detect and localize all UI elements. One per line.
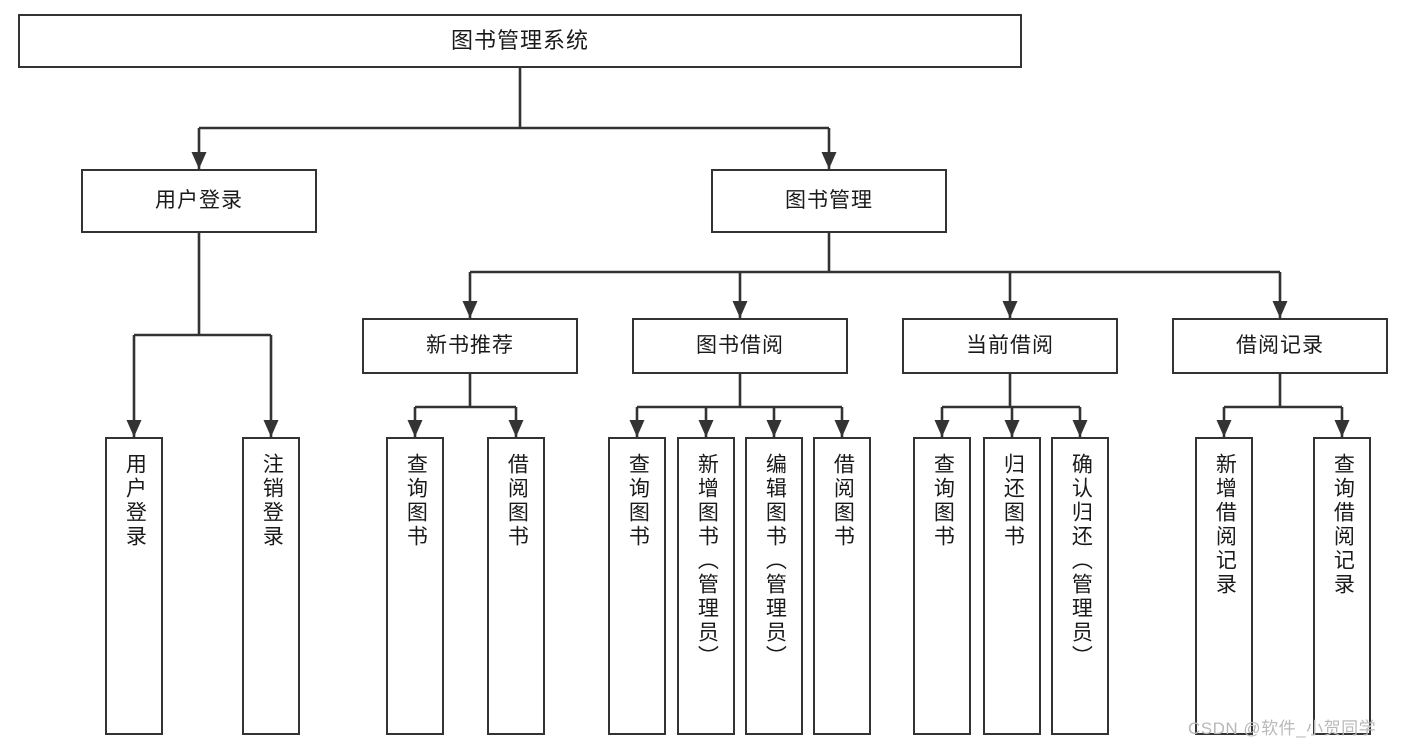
arrowhead-l-queryrec	[1334, 420, 1350, 437]
node-label-l-borrow2: 借阅图书	[831, 453, 855, 549]
node-l-userlogin[interactable]: 用户登录	[105, 437, 163, 735]
node-l-editbook[interactable]: 编辑图书（管理员）	[745, 437, 803, 735]
node-borrow[interactable]: 图书借阅	[632, 318, 848, 374]
node-label-root: 图书管理系统	[450, 28, 589, 54]
arrowhead-l-return	[1004, 420, 1020, 437]
arrowhead-l-logout	[263, 420, 279, 437]
arrowhead-l-editbook	[766, 420, 782, 437]
arrowhead-l-borrow1	[508, 420, 524, 437]
node-records[interactable]: 借阅记录	[1172, 318, 1388, 374]
node-label-borrow: 图书借阅	[696, 333, 784, 357]
arrowhead-l-query1	[407, 420, 423, 437]
node-label-login: 用户登录	[155, 188, 243, 212]
node-label-l-return: 归还图书	[1001, 453, 1025, 549]
node-label-l-borrow1: 借阅图书	[505, 453, 529, 549]
node-label-records: 借阅记录	[1236, 333, 1324, 357]
arrowhead-login	[191, 152, 207, 169]
node-l-query2[interactable]: 查询图书	[608, 437, 666, 735]
arrowhead-records	[1272, 301, 1288, 318]
arrowhead-borrow	[732, 301, 748, 318]
node-login[interactable]: 用户登录	[81, 169, 317, 233]
arrowhead-l-userlogin	[126, 420, 142, 437]
node-l-queryrec[interactable]: 查询借阅记录	[1313, 437, 1371, 735]
node-label-newbook: 新书推荐	[426, 333, 514, 357]
node-l-query1[interactable]: 查询图书	[386, 437, 444, 735]
arrowhead-current	[1002, 301, 1018, 318]
node-label-l-userlogin: 用户登录	[123, 453, 147, 549]
node-label-current: 当前借阅	[966, 333, 1054, 357]
node-l-addrec[interactable]: 新增借阅记录	[1195, 437, 1253, 735]
node-label-bookmgmt: 图书管理	[785, 188, 873, 212]
node-label-l-query2: 查询图书	[626, 453, 650, 549]
node-label-l-confirm: 确认归还（管理员）	[1069, 453, 1093, 669]
node-current[interactable]: 当前借阅	[902, 318, 1118, 374]
node-root[interactable]: 图书管理系统	[18, 14, 1022, 68]
node-l-return[interactable]: 归还图书	[983, 437, 1041, 735]
arrowhead-l-query3	[934, 420, 950, 437]
arrowhead-l-query2	[629, 420, 645, 437]
arrowhead-newbook	[462, 301, 478, 318]
node-bookmgmt[interactable]: 图书管理	[711, 169, 947, 233]
node-label-l-queryrec: 查询借阅记录	[1331, 453, 1355, 597]
node-l-addbook[interactable]: 新增图书（管理员）	[677, 437, 735, 735]
node-l-borrow2[interactable]: 借阅图书	[813, 437, 871, 735]
node-label-l-query3: 查询图书	[931, 453, 955, 549]
arrowhead-l-addbook	[698, 420, 714, 437]
node-label-l-addbook: 新增图书（管理员）	[695, 453, 719, 669]
node-label-l-addrec: 新增借阅记录	[1213, 453, 1237, 597]
node-newbook[interactable]: 新书推荐	[362, 318, 578, 374]
node-label-l-query1: 查询图书	[404, 453, 428, 549]
node-l-query3[interactable]: 查询图书	[913, 437, 971, 735]
node-label-l-editbook: 编辑图书（管理员）	[763, 453, 787, 669]
arrowhead-l-addrec	[1216, 420, 1232, 437]
arrowhead-bookmgmt	[821, 152, 837, 169]
node-label-l-logout: 注销登录	[260, 453, 284, 549]
node-l-logout[interactable]: 注销登录	[242, 437, 300, 735]
node-l-confirm[interactable]: 确认归还（管理员）	[1051, 437, 1109, 735]
node-l-borrow1[interactable]: 借阅图书	[487, 437, 545, 735]
arrowhead-l-confirm	[1072, 420, 1088, 437]
arrowhead-l-borrow2	[834, 420, 850, 437]
